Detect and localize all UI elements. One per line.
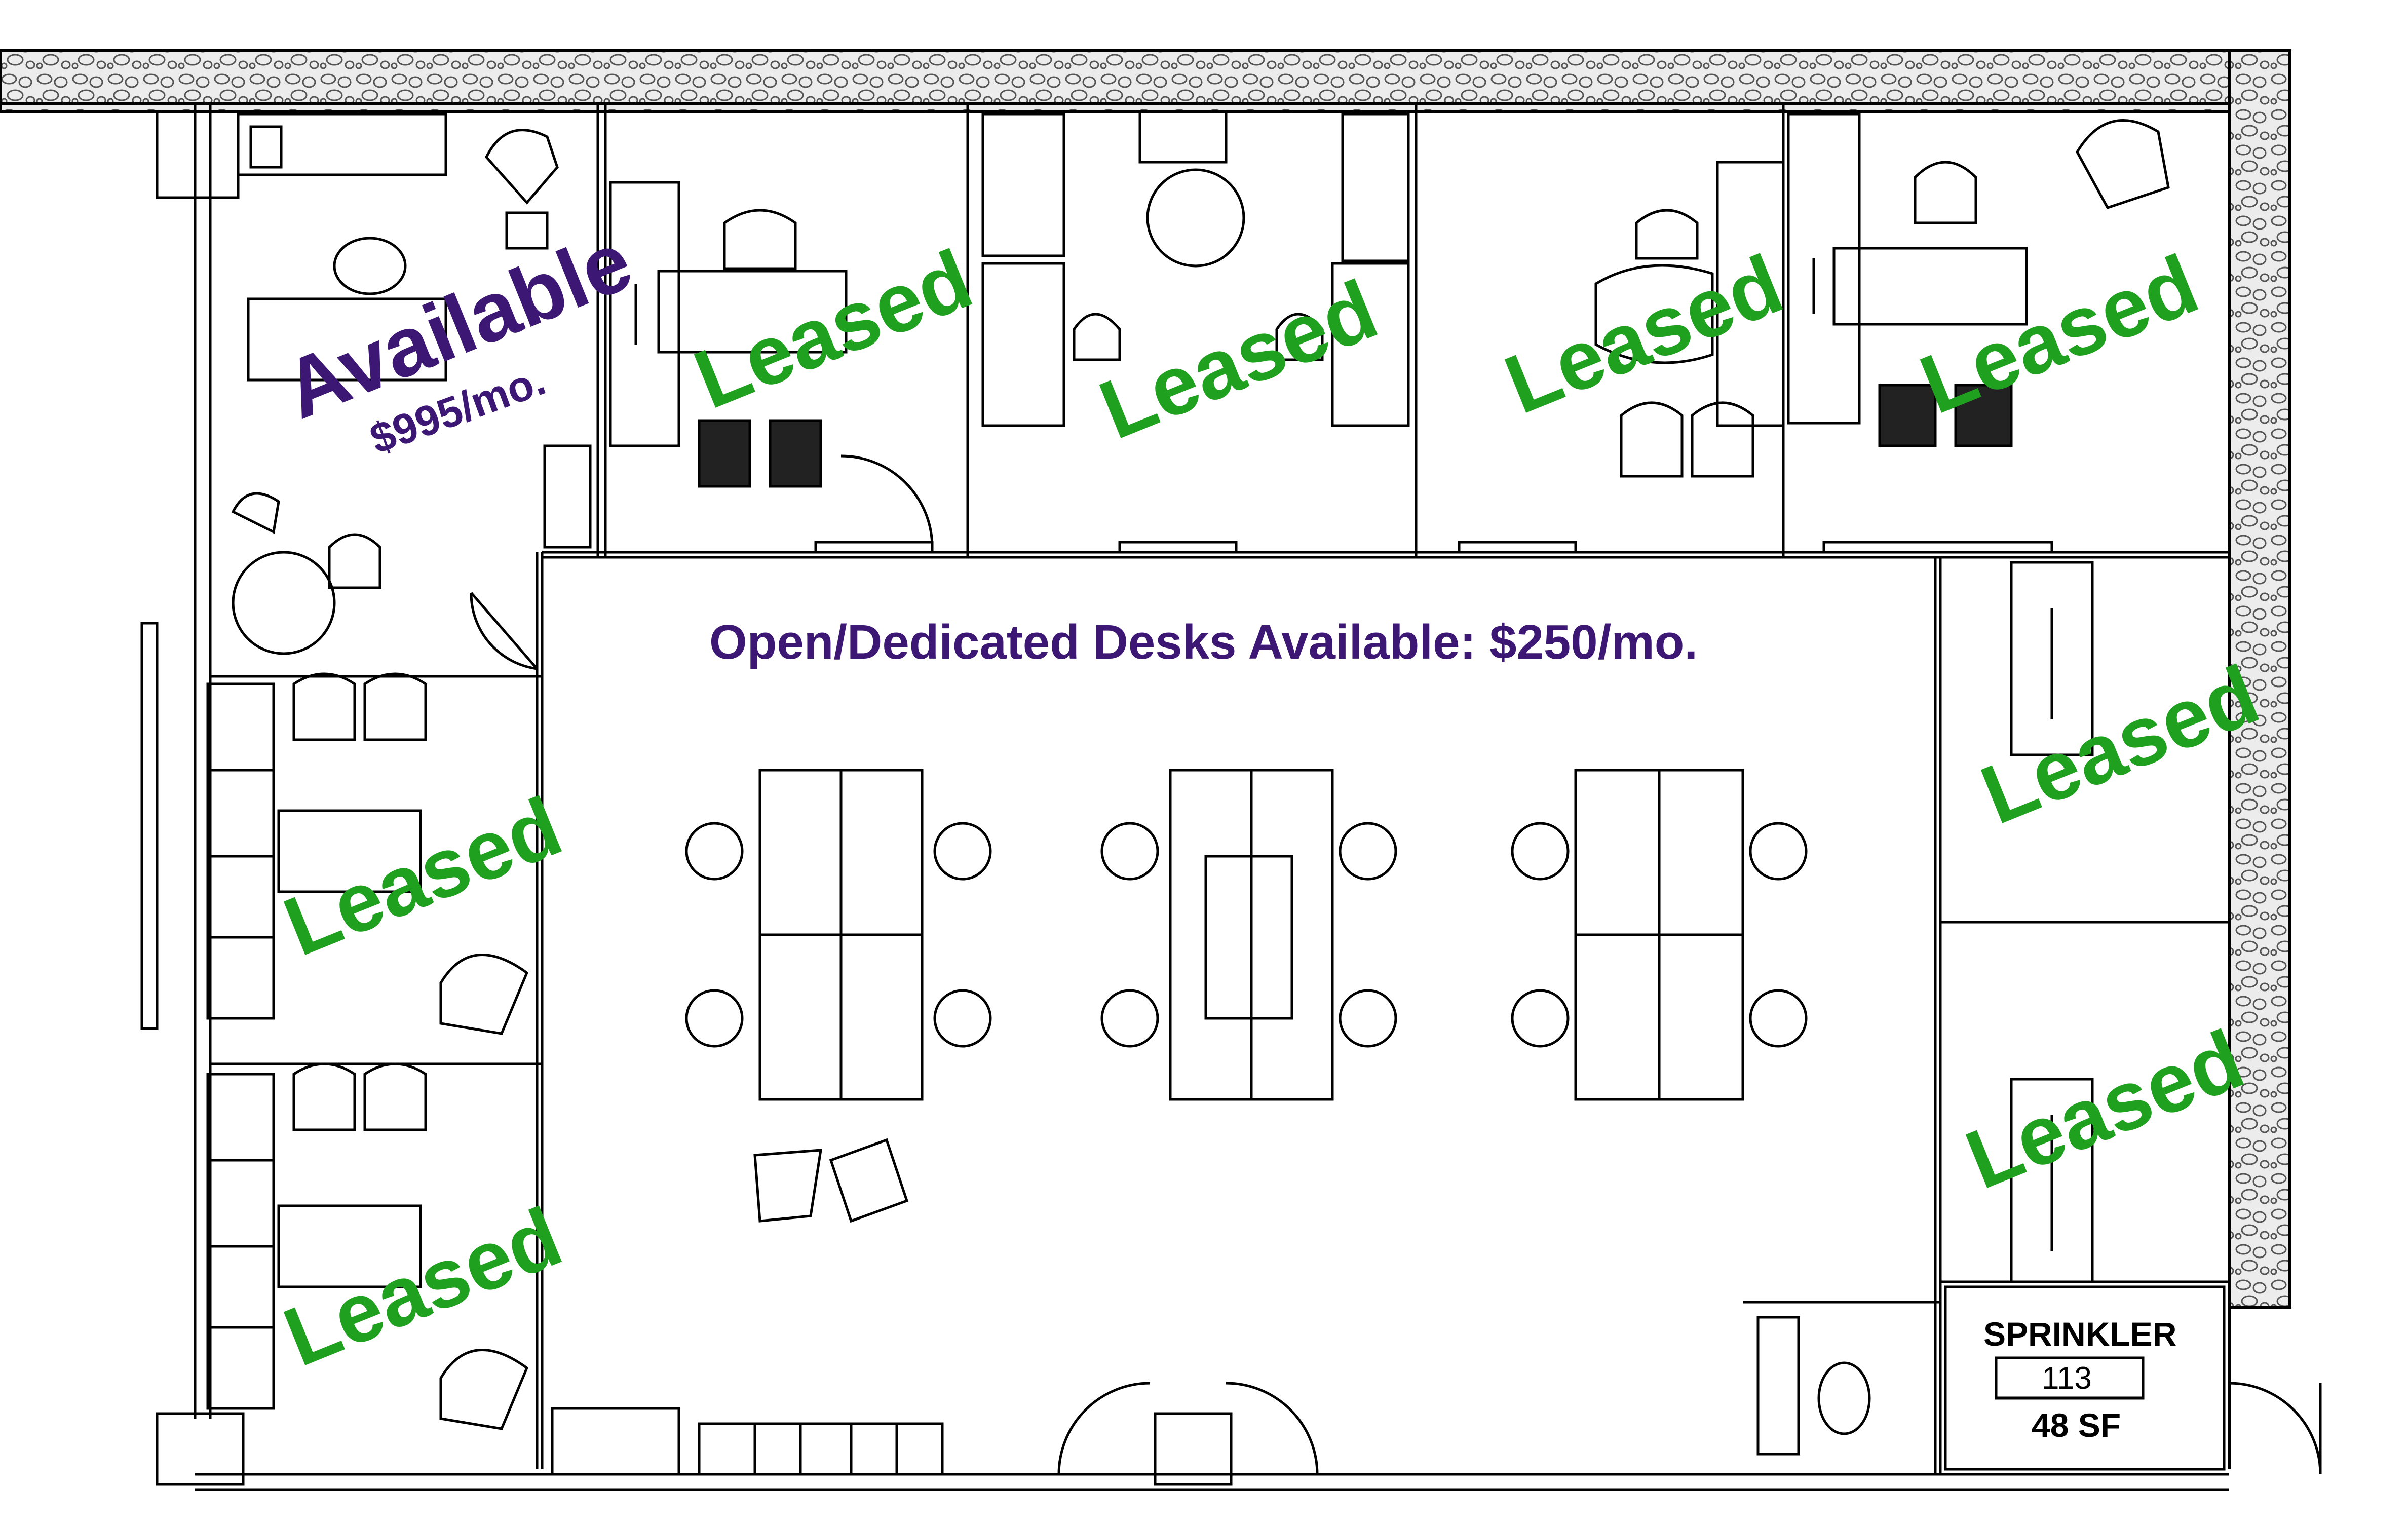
sprinkler-room — [1944, 1285, 2226, 1471]
interior-walls — [194, 104, 2229, 1491]
office-furniture — [609, 181, 934, 554]
sprinkler-room-name: SPRINKLER — [1983, 1315, 2177, 1353]
sprinkler-room-number: 113 — [2042, 1361, 2092, 1396]
open-desk-cluster — [685, 769, 1808, 1223]
exterior-wall — [0, 49, 2291, 1469]
room-number-box — [1995, 1357, 2144, 1398]
office-furniture — [231, 112, 592, 670]
sprinkler-room-area: 48 SF — [2032, 1406, 2121, 1444]
office-furniture — [981, 112, 1410, 554]
open-desks-headline: Open/Dedicated Desks Available: $250/mo. — [709, 615, 1698, 669]
office-furniture — [1458, 112, 2170, 554]
entry-doors — [551, 1382, 1319, 1476]
office-furniture — [140, 622, 529, 1430]
